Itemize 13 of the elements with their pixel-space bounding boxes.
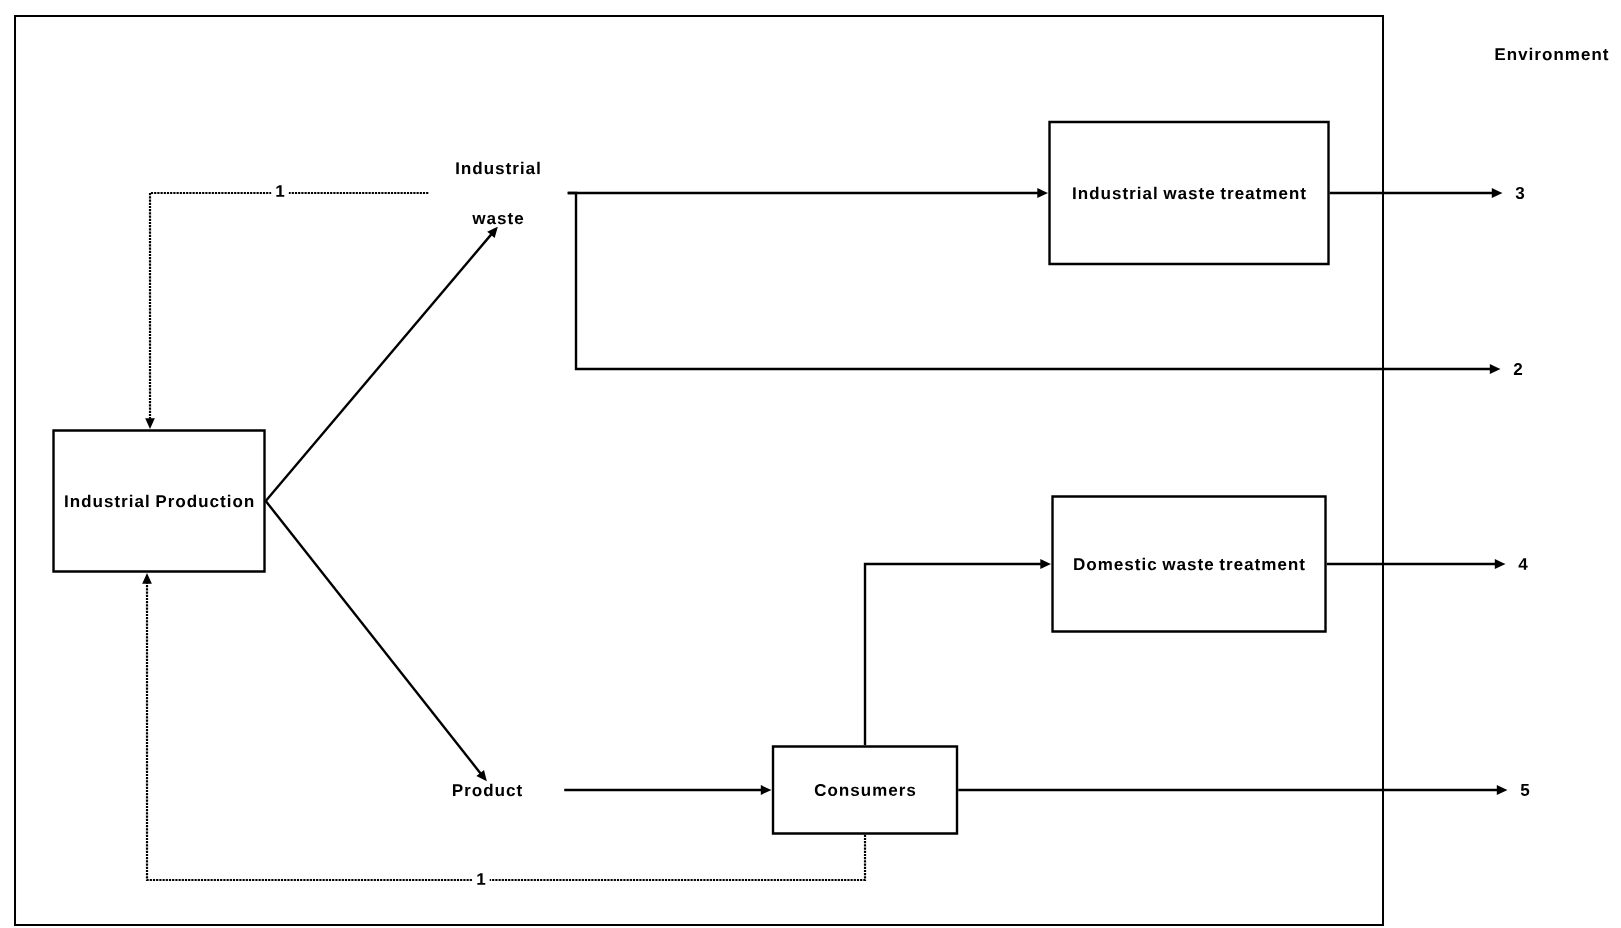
output-number: 2 <box>1513 363 1523 375</box>
output-number: 3 <box>1515 186 1525 199</box>
output-number: 4 <box>1518 558 1528 570</box>
flow-label: Industrial waste <box>456 161 540 225</box>
process-box: Industrial Production <box>52 429 266 573</box>
edge-label: 1 <box>472 869 490 889</box>
process-box: Industrial waste treatment <box>1048 120 1330 266</box>
flow-label: Product <box>453 783 522 797</box>
process-box: Domestic waste treatment <box>1051 495 1327 633</box>
edge-label: 1 <box>271 181 289 201</box>
process-box: Consumers <box>771 745 959 835</box>
region-label: Environment <box>1495 47 1609 61</box>
output-number: 5 <box>1520 784 1530 796</box>
